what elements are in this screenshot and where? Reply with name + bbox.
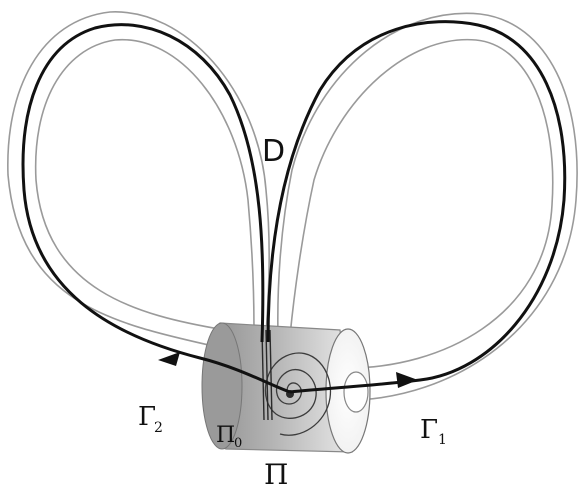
spiral-curve — [264, 352, 332, 436]
label-gamma-2: Γ — [138, 402, 156, 432]
label-pi-0-sub: 0 — [234, 436, 242, 451]
strand-line — [269, 329, 273, 421]
left-loop-inner-edge — [34, 39, 255, 331]
label-gamma-1: Γ — [420, 415, 438, 445]
label-gamma-2-sub: 2 — [154, 420, 163, 436]
right-loop-inner-edge — [289, 38, 554, 369]
gamma-1-curve — [266, 20, 567, 394]
left-loop-outer-edge — [7, 11, 270, 353]
cylinder-left-face — [201, 322, 243, 450]
arrow-left-icon — [158, 352, 180, 366]
strands — [261, 329, 273, 421]
curves — [21, 20, 567, 394]
strand-line — [261, 329, 265, 421]
labels: D Γ 2 Γ 1 Π 0 Π — [138, 134, 447, 489]
tube-opening — [343, 371, 369, 413]
gamma-2-curve — [21, 23, 291, 394]
label-gamma-1-sub: 1 — [438, 432, 447, 448]
label-pi-0: Π — [216, 423, 235, 448]
arrowheads — [158, 352, 418, 388]
label-pi: Π — [264, 458, 288, 489]
right-loop-outer-edge — [277, 12, 578, 401]
label-d: D — [262, 134, 285, 169]
strand-line — [265, 329, 269, 421]
tube-boundary — [7, 11, 578, 401]
arrow-right-icon — [396, 372, 418, 388]
